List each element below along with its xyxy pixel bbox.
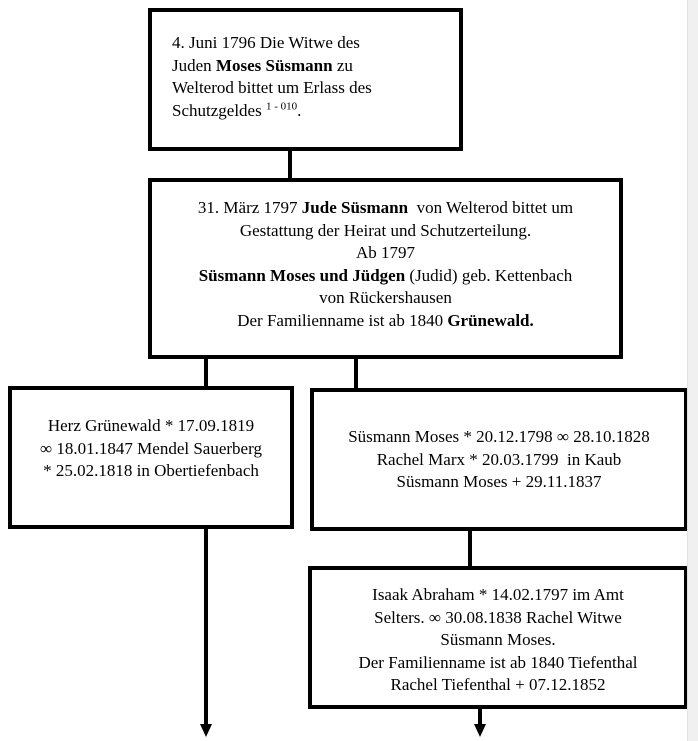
text-segment: . [297,100,302,120]
text-segment: Süsmann Moses * 20.12.1798 ∞ 28.10.1828 [348,427,650,446]
text-line: * 25.02.1818 in Obertiefenbach [12,460,290,483]
text-line: Rachel Marx * 20.03.1799 in Kaub [314,449,684,472]
text-line: Süsmann Moses. [312,629,684,652]
connector-arrow-line [478,708,482,726]
text-segment: Gestattung der Heirat und Schutzerteilun… [239,220,532,240]
text-segment: * 25.02.1818 in Obertiefenbach [43,461,259,480]
text-line: Ab 1797 [152,242,619,265]
arrowhead-icon [200,724,212,737]
text-segment: Rachel Marx * 20.03.1799 in Kaub [376,449,622,469]
text-line: Selters. ∞ 30.08.1838 Rachel Witwe [312,607,684,630]
vertical-scrollbar[interactable] [687,0,698,741]
text-line: Rachel Tiefenthal + 07.12.1852 [312,674,684,697]
text-line: Süsmann Moses + 29.11.1837 [314,471,684,494]
text-segment: Schutzgeldes [172,100,266,120]
text-segment: Rachel Tiefenthal + 07.12.1852 [390,675,606,694]
text-segment: Ab 1797 [355,243,416,262]
connector-line [354,358,358,389]
footnote-reference: 1 - 010 [265,99,298,112]
bold-name: Moses Süsmann [215,55,333,75]
text-line: Herz Grünewald * 17.09.1819 [12,415,290,438]
bold-name: Jude Süsmann [301,198,409,217]
text-segment: Süsmann Moses. [440,630,556,649]
text-segment: Der Familienname ist ab 1840 [237,310,448,330]
connector-line [288,151,292,179]
text-line: Schutzgeldes 1 - 010. [172,100,459,123]
box-herz-gruenewald: Herz Grünewald * 17.09.1819 ∞ 18.01.1847 … [8,386,294,529]
text-segment: 4. Juni 1796 Die Witwe des [172,33,360,52]
text-line: Juden Moses Süsmann zu [172,55,459,78]
text-line: Süsmann Moses * 20.12.1798 ∞ 28.10.1828 [314,426,684,449]
text-segment: von Welterod bittet um [408,198,574,217]
text-line: von Rückershausen [152,287,619,310]
box-1797-marriage: 31. März 1797 Jude Süsmann von Welterod … [148,178,623,359]
text-line: Isaak Abraham * 14.02.1797 im Amt [312,584,684,607]
text-segment: zu [332,55,353,75]
text-line: Welterod bittet um Erlass des [172,77,459,100]
text-segment: Welterod bittet um Erlass des [172,78,372,97]
text-segment: (Judid) geb. Kettenbach [405,265,573,285]
text-line: Süsmann Moses und Jüdgen (Judid) geb. Ke… [152,265,619,288]
text-segment: Süsmann Moses + 29.11.1837 [396,472,602,491]
text-line: 4. Juni 1796 Die Witwe des [172,32,459,55]
connector-arrow-line [204,528,208,726]
connector-line [468,530,472,567]
text-segment: 31. März 1797 [197,198,302,217]
text-segment: Isaak Abraham * 14.02.1797 im Amt [372,585,624,604]
arrowhead-icon [474,724,486,737]
text-line: Der Familienname ist ab 1840 Grünewald. [152,310,619,333]
text-line: 31. März 1797 Jude Süsmann von Welterod … [152,197,619,220]
text-segment: Juden [172,55,216,75]
bold-name: Süsmann Moses und Jüdgen [198,265,406,285]
connector-line [204,358,208,387]
text-line: ∞ 18.01.1847 Mendel Sauerberg [12,438,290,461]
text-segment: ∞ 18.01.1847 Mendel Sauerberg [40,438,262,458]
text-segment: von Rückershausen [319,288,452,307]
text-line: Gestattung der Heirat und Schutzerteilun… [152,220,619,243]
text-segment: Selters. ∞ 30.08.1838 Rachel Witwe [374,607,622,627]
text-line: Der Familienname ist ab 1840 Tiefenthal [312,652,684,675]
text-segment: Herz Grünewald * 17.09.1819 [47,416,255,435]
text-segment: Der Familienname ist ab 1840 Tiefenthal [358,652,638,672]
bold-name: Grünewald. [447,310,534,330]
